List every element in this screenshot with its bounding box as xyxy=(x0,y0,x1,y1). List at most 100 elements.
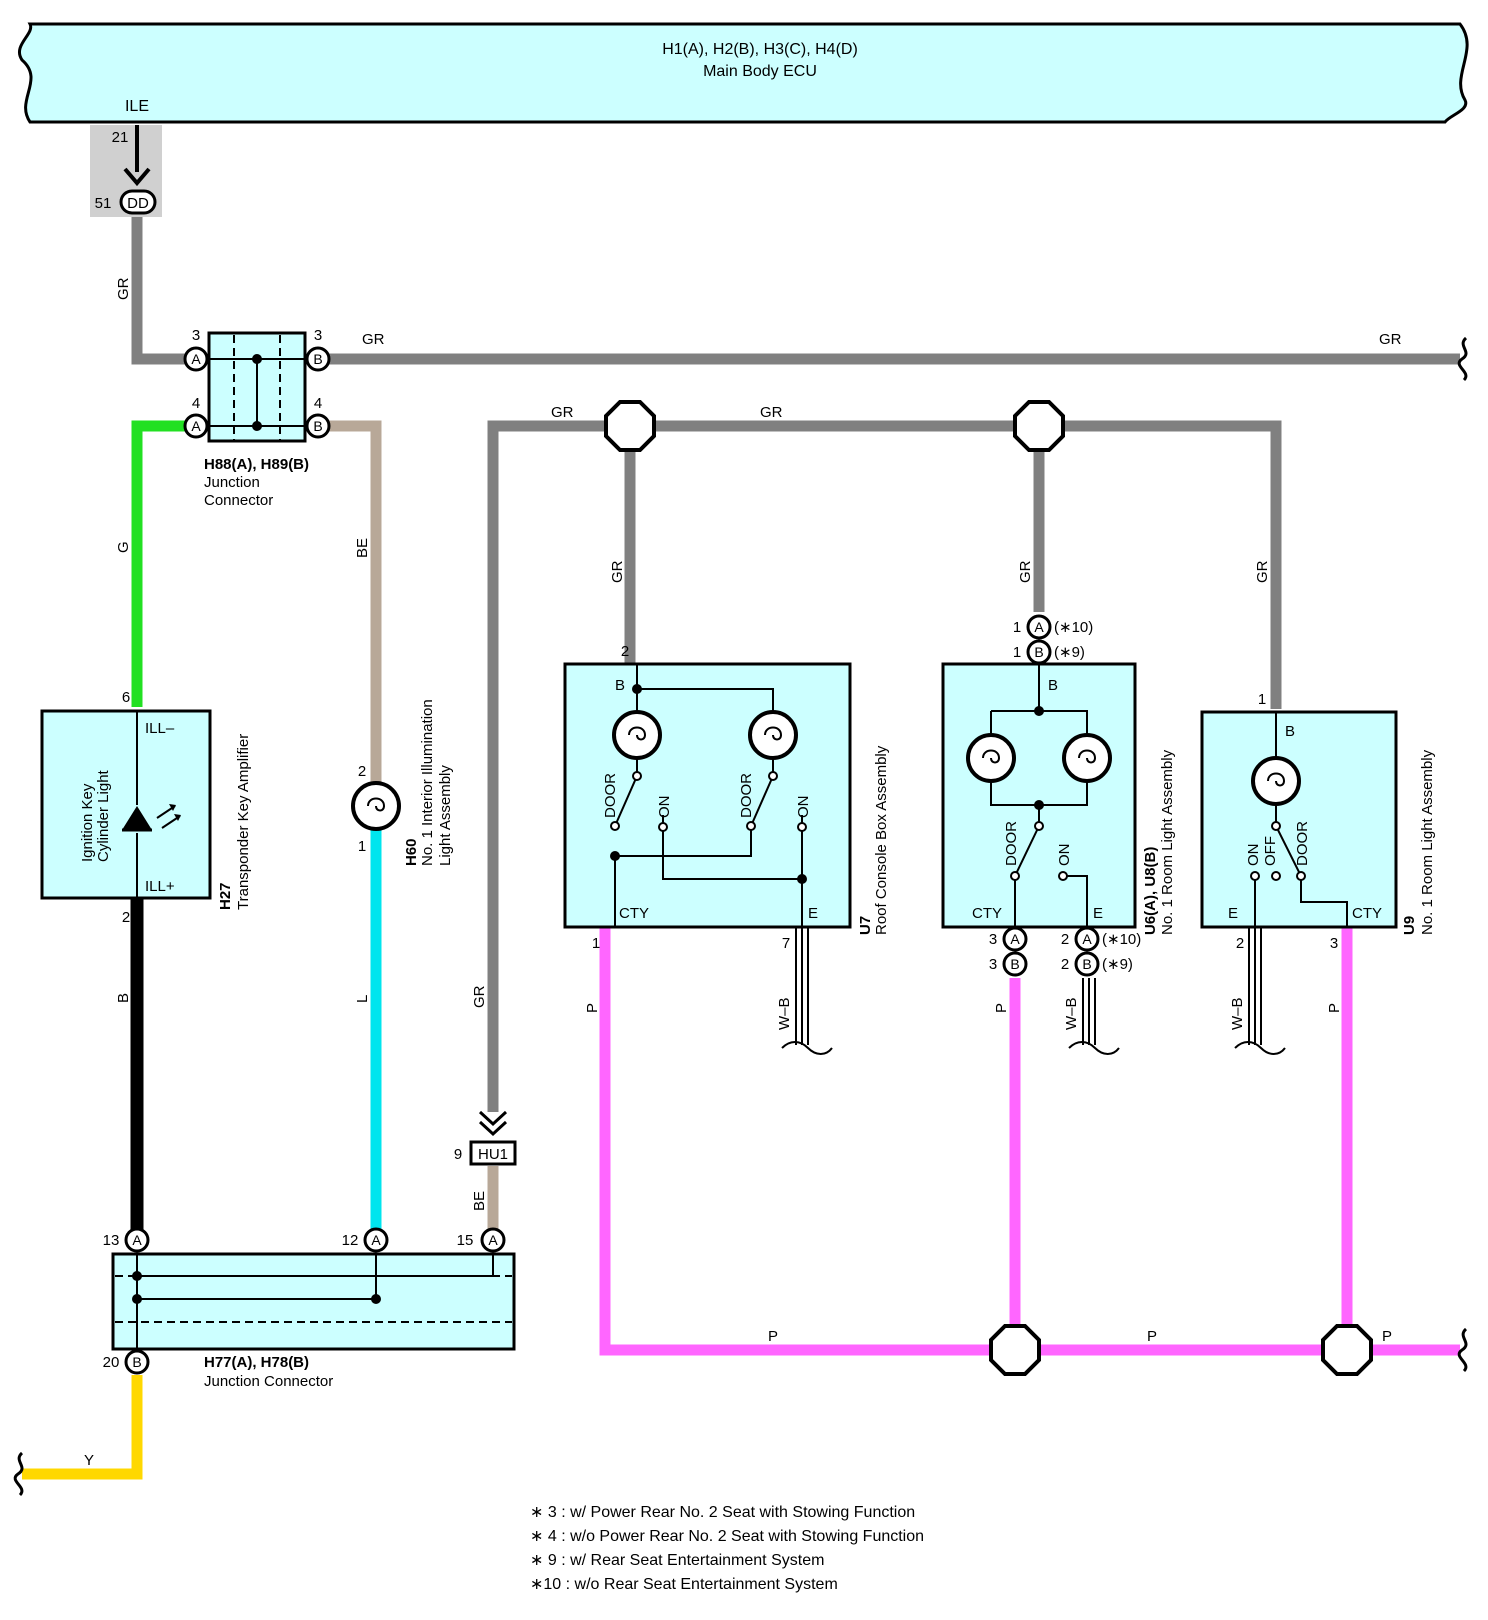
bulb-icon xyxy=(612,710,662,760)
jc-top-pin-b3: B 3 xyxy=(305,327,331,372)
wb-stub-u9 xyxy=(1248,927,1262,1045)
jc-bot-body xyxy=(111,1252,516,1351)
splices xyxy=(604,400,1373,1376)
svg-text:13: 13 xyxy=(103,1232,120,1249)
hu1-arrow-icon xyxy=(478,1110,508,1137)
label-be: BE xyxy=(354,538,371,558)
jc-top-pin-b4: B 4 xyxy=(305,395,331,439)
svg-text:A: A xyxy=(1082,931,1092,947)
wb-break-u6 xyxy=(1068,1041,1120,1055)
label-gr: GR xyxy=(1379,331,1402,348)
u6-on: ON xyxy=(1056,844,1073,867)
main-body-ecu: H1(A), H2(B), H3(C), H4(D) Main Body ECU… xyxy=(18,22,1469,124)
svg-text:1: 1 xyxy=(1013,619,1021,636)
bulb-icon xyxy=(748,710,798,760)
connector-hu1: HU1 9 xyxy=(454,1110,517,1166)
wire-labels: GR GR GR GR GR GR GR GR GR G BE BE B L P… xyxy=(84,277,1402,1469)
continuation-y xyxy=(13,1451,24,1497)
jc-top-line2: Connector xyxy=(204,492,273,509)
u9-off: OFF xyxy=(1262,836,1279,866)
u9-term-b: B xyxy=(1285,723,1295,740)
dd-label-box xyxy=(119,189,157,215)
dd-arrow xyxy=(123,167,151,187)
label-gr: GR xyxy=(1254,560,1271,583)
u9-door: DOOR xyxy=(1294,821,1311,866)
label-wb: W–B xyxy=(776,997,793,1030)
ecu-terminal-ile: ILE xyxy=(125,98,149,115)
h27-name: Transponder Key Amplifier xyxy=(235,734,252,910)
u9-body xyxy=(1200,710,1398,929)
h60-interior-illumination-light: 2 1 H60 No. 1 Interior Illumination Ligh… xyxy=(351,699,454,866)
dd-label: DD xyxy=(127,195,149,212)
h60-name1: No. 1 Interior Illumination xyxy=(419,699,436,866)
h27-inner-line2: Cylinder Light xyxy=(95,769,112,862)
bulb-icon xyxy=(1251,756,1301,806)
h27-ill-plus: ILL+ xyxy=(145,878,175,895)
wb-break-u9 xyxy=(1234,1041,1286,1055)
splice-p-1 xyxy=(989,1324,1041,1376)
u6-code: U6(A), U8(B) xyxy=(1142,847,1159,935)
jc-bot-name: Junction Connector xyxy=(204,1373,333,1390)
u7-pin-7: 7 xyxy=(782,935,790,952)
svg-text:4: 4 xyxy=(314,395,322,412)
h60-pin-1: 1 xyxy=(358,838,366,855)
svg-text:2: 2 xyxy=(1061,931,1069,948)
h27-ill-minus: ILL– xyxy=(145,720,175,737)
continuation-marks xyxy=(13,336,1468,1497)
u9-pin-3: 3 xyxy=(1330,935,1338,952)
u9-room-light-assembly: B 1 ON OFF DOOR E CTY 2 3 U9 No. 1 Room … xyxy=(1200,691,1436,952)
svg-text:1: 1 xyxy=(1013,644,1021,661)
wire-p-main xyxy=(599,927,1460,1356)
jc-top-line1: Junction xyxy=(204,474,260,491)
continuation-p xyxy=(1457,1327,1468,1373)
svg-text:A: A xyxy=(1034,619,1044,635)
label-wb: W–B xyxy=(1063,997,1080,1030)
svg-text:(∗9): (∗9) xyxy=(1102,956,1133,973)
u7-term-b: B xyxy=(615,677,625,694)
dd-pin: 51 xyxy=(95,195,112,212)
label-b: B xyxy=(115,993,132,1003)
svg-text:(∗10): (∗10) xyxy=(1054,619,1093,636)
jc-bot-codes: H77(A), H78(B) xyxy=(204,1354,309,1371)
u9-pin-1: 1 xyxy=(1258,691,1266,708)
u7-door1: DOOR xyxy=(602,773,619,818)
ecu-codes: H1(A), H2(B), H3(C), H4(D) xyxy=(662,41,858,58)
footnote: ∗ 4 : w/o Power Rear No. 2 Seat with Sto… xyxy=(530,1528,924,1545)
u6-u8-room-light-assembly: A 1 (∗10) B 1 (∗9) B DOOR xyxy=(941,614,1176,977)
bulb-filament xyxy=(367,797,386,812)
u9-cty: CTY xyxy=(1352,905,1382,922)
label-p: P xyxy=(1326,1003,1343,1013)
jc-bot-pin-12: A 12 xyxy=(342,1227,389,1253)
label-gr: GR xyxy=(760,404,783,421)
svg-text:15: 15 xyxy=(457,1232,474,1249)
svg-text:12: 12 xyxy=(342,1232,359,1249)
wb-stub-u7 xyxy=(795,927,809,1045)
label-gr: GR xyxy=(551,404,574,421)
u9-name: No. 1 Room Light Assembly xyxy=(1419,749,1436,935)
wb-break-u7 xyxy=(781,1041,833,1055)
label-gr: GR xyxy=(1017,560,1034,583)
svg-text:B: B xyxy=(1034,644,1043,660)
footnote: ∗10 : w/o Rear Seat Entertainment System xyxy=(530,1576,838,1593)
jc-top-pin-a3: A 3 xyxy=(183,327,209,372)
hu1-box xyxy=(469,1140,517,1166)
label-l: L xyxy=(354,995,371,1003)
label-p: P xyxy=(993,1003,1010,1013)
splice-p-2 xyxy=(1321,1324,1373,1376)
wire-be xyxy=(317,420,382,784)
u6-e: E xyxy=(1093,905,1103,922)
h27-pin-2: 2 xyxy=(122,909,130,926)
u6-door: DOOR xyxy=(1003,821,1020,866)
h27-inner-line1: Ignition Key xyxy=(79,783,96,862)
junction-connector-h77-h78: A 13 A 12 A 15 B 20 H77(A), H78(B) Junct… xyxy=(103,1227,516,1390)
label-p: P xyxy=(1382,1328,1392,1345)
svg-text:(∗9): (∗9) xyxy=(1054,644,1085,661)
u6-cty: CTY xyxy=(972,905,1002,922)
label-be: BE xyxy=(471,1191,488,1211)
wire-g xyxy=(131,420,193,707)
u9-code: U9 xyxy=(1401,916,1418,935)
wire-gr-branch xyxy=(487,420,1282,1112)
u6-pin-2a: A 2 (∗10) xyxy=(1061,926,1141,952)
hu1-label: HU1 xyxy=(478,1146,508,1163)
led-icon xyxy=(122,806,152,830)
